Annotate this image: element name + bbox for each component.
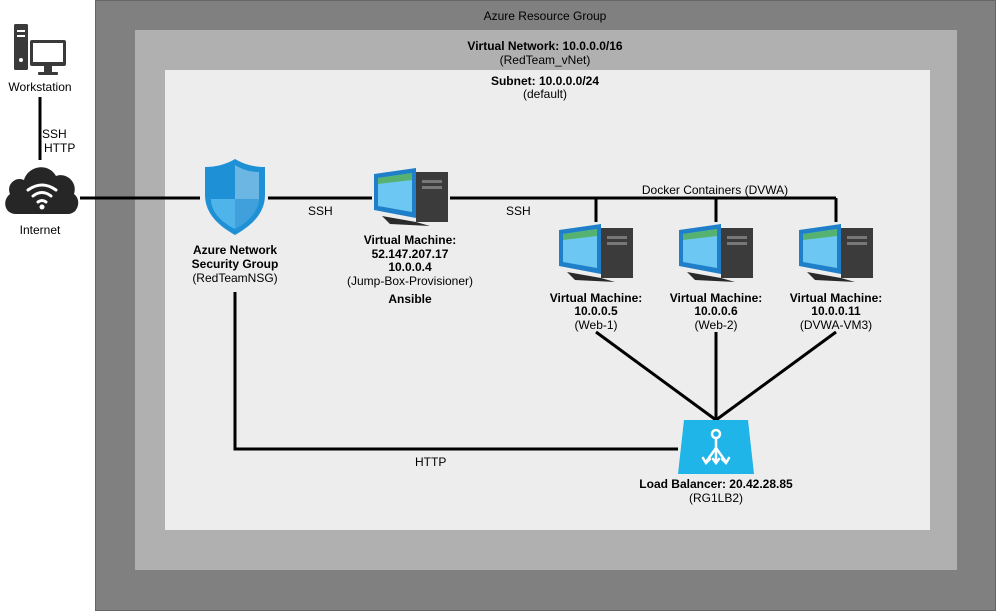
subnet-subtitle: (default) <box>522 87 568 101</box>
vm-web2-name: (Web-2) <box>694 318 738 332</box>
nsg-jumpbox-ssh-label: SSH <box>308 204 333 218</box>
vm-web1-title: Virtual Machine: <box>549 291 643 305</box>
nsg-name: (RedTeamNSG) <box>192 271 278 285</box>
nsg-title-line1: Azure Network <box>192 243 278 257</box>
nsg-lb-http-label: HTTP <box>415 455 447 469</box>
vnet-subtitle: (RedTeam_vNet) <box>499 53 591 67</box>
jumpbox-title: Virtual Machine: <box>363 233 457 247</box>
workstation-label: Workstation <box>8 80 72 94</box>
vm-web1-ip: 10.0.0.5 <box>574 304 618 318</box>
internet-link-http-label: HTTP <box>44 141 76 155</box>
vm-dvwa-ip: 10.0.0.11 <box>811 304 861 318</box>
nsg-title-line2: Security Group <box>191 257 279 271</box>
load-balancer-title: Load Balancer: 20.42.28.85 <box>639 477 793 491</box>
load-balancer-icon <box>678 420 754 474</box>
virtual-machine-icon <box>559 224 633 282</box>
resource-group-title: Azure Resource Group <box>483 9 607 23</box>
jumpbox-name: (Jump-Box-Provisioner) <box>346 274 474 288</box>
docker-containers-suffix: (DVWA) <box>744 183 789 197</box>
internet-link-ssh-label: SSH <box>42 127 67 141</box>
cloud-wifi-icon <box>5 167 79 214</box>
jumpbox-public-ip: 52.147.207.17 <box>371 247 449 261</box>
subnet-container <box>165 70 930 530</box>
desktop-computer-icon <box>14 24 66 75</box>
shield-icon <box>205 159 265 235</box>
docker-containers-prefix: Docker Containers <box>641 183 742 197</box>
virtual-machine-icon <box>374 168 448 226</box>
vm-web2-ip: 10.0.0.6 <box>694 304 738 318</box>
docker-containers-label: Docker Containers (DVWA) <box>600 184 830 197</box>
vm-web1-name: (Web-1) <box>574 318 618 332</box>
jumpbox-docker-ssh-label: SSH <box>506 204 531 218</box>
vm3-lb-link <box>715 330 837 422</box>
subnet-title: Subnet: 10.0.0.0/24 <box>490 74 600 88</box>
nsg-loadbalancer-link <box>233 292 678 451</box>
jumpbox-private-ip: 10.0.0.4 <box>388 260 432 274</box>
load-balancer-name: (RG1LB2) <box>688 491 744 505</box>
virtual-machine-icon <box>799 224 873 282</box>
vm-web2-title: Virtual Machine: <box>669 291 763 305</box>
virtual-machine-icon <box>679 224 753 282</box>
vnet-title: Virtual Network: 10.0.0.0/16 <box>467 39 623 53</box>
vm-dvwa-name: (DVWA-VM3) <box>799 318 873 332</box>
internet-label: Internet <box>19 223 61 237</box>
vm-dvwa-title: Virtual Machine: <box>789 291 883 305</box>
jumpbox-ansible-label: Ansible <box>388 292 432 306</box>
web1-lb-link <box>595 330 717 422</box>
